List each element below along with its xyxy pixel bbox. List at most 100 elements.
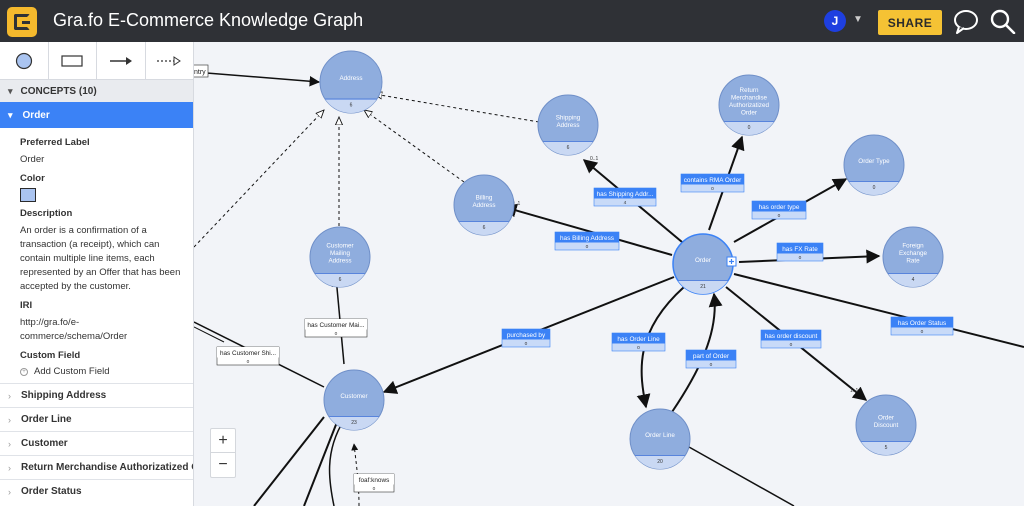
concept-item-rma-order[interactable]: ›Return Merchandise Authorizatized Order xyxy=(0,455,193,479)
box-tool[interactable] xyxy=(49,42,97,79)
preferred-label-title: Preferred Label xyxy=(20,137,90,148)
edge-line[interactable] xyxy=(194,326,225,343)
edge-label-text: ntry xyxy=(194,69,206,76)
cardinality-marker: 1..1 xyxy=(850,388,859,394)
node-label: Order Line xyxy=(645,432,675,439)
search-icon[interactable] xyxy=(989,8,1017,34)
edge-label-count: 0 xyxy=(778,213,781,219)
edge-label-count: 0 xyxy=(335,331,338,337)
edge-label-clipped[interactable]: ntry xyxy=(194,64,209,78)
concept-item-shipping-address[interactable]: › Shipping Address xyxy=(0,383,193,407)
edge-line[interactable] xyxy=(194,71,321,87)
subclass-dashed-arrow-tool[interactable] xyxy=(146,42,194,79)
edge-label-text: has order discount xyxy=(765,333,818,340)
description-value[interactable]: An order is a confirmation of a transact… xyxy=(20,225,181,292)
circle-icon xyxy=(15,52,32,69)
concept-item-order-status[interactable]: ›Order Status xyxy=(0,479,193,503)
concept-item-label: Customer xyxy=(21,438,68,449)
subclass-edge[interactable] xyxy=(364,110,465,183)
edge-label-count: 0 xyxy=(373,486,376,492)
comment-icon[interactable] xyxy=(952,8,980,34)
edge-label-text: has order type xyxy=(759,204,800,211)
concept-node-tool[interactable] xyxy=(0,42,49,79)
grafo-logo-icon[interactable] xyxy=(7,7,37,37)
edge-label-custmail[interactable]: has Customer Mai... 0 xyxy=(304,318,368,338)
description-title: Description xyxy=(20,208,73,219)
edge-label-text: has Customer Mai... xyxy=(307,322,364,329)
concept-details: Preferred Label Order Color Description … xyxy=(0,128,193,383)
edge-line[interactable] xyxy=(303,416,340,506)
edge-label-custship[interactable]: has Customer Shi...0 xyxy=(216,346,280,366)
node-count: 0 xyxy=(748,125,751,131)
edge-line[interactable] xyxy=(253,416,325,506)
concept-item-order-line[interactable]: ›Order Line xyxy=(0,407,193,431)
selected-concept-order[interactable]: ▾ Order xyxy=(0,102,193,128)
add-custom-field-button[interactable]: + Add Custom Field xyxy=(20,366,181,377)
concepts-header[interactable]: ▾ CONCEPTS (10) xyxy=(0,80,193,102)
arrow-right-icon xyxy=(109,56,132,65)
edge-label-text: has Billing Address xyxy=(560,235,614,242)
edge-label-text: has Order Line xyxy=(617,336,660,343)
zoom-in-button[interactable]: + xyxy=(211,429,235,453)
edge-label-header xyxy=(777,243,823,254)
relationship-arrow-tool[interactable] xyxy=(97,42,146,79)
concept-item-label: Shipping Address xyxy=(21,390,107,401)
concepts-header-label: CONCEPTS (10) xyxy=(20,85,97,97)
node-count: 6 xyxy=(567,145,570,151)
zoom-control: + − xyxy=(210,428,236,478)
dashed-arrow-icon xyxy=(157,55,182,66)
preferred-label-value[interactable]: Order xyxy=(20,154,45,165)
edge-label-ordertype[interactable]: has order type 0 xyxy=(751,200,807,220)
edge-label-count: 0 xyxy=(799,255,802,261)
edge-label-count: 0 xyxy=(921,329,924,335)
iri-value[interactable]: http://gra.fo/e-commerce/schema/Order xyxy=(20,317,128,342)
top-bar: Gra.fo E-Commerce Knowledge Graph J ▼ SH… xyxy=(0,0,1024,42)
edge-label-purchased[interactable]: purchased by0 xyxy=(501,328,551,348)
edge-label-header xyxy=(752,201,806,212)
node-count: 23 xyxy=(351,420,357,426)
edge-line[interactable] xyxy=(688,446,795,506)
subclass-edge[interactable] xyxy=(194,110,324,248)
document-title[interactable]: Gra.fo E-Commerce Knowledge Graph xyxy=(53,10,364,30)
share-button[interactable]: SHARE xyxy=(878,10,942,35)
concept-item-customer[interactable]: ›Customer xyxy=(0,431,193,455)
zoom-out-button[interactable]: − xyxy=(218,456,228,473)
expand-node-button[interactable] xyxy=(726,256,737,267)
chevron-down-icon[interactable]: ▼ xyxy=(853,14,863,25)
concept-item-label: Order Status xyxy=(21,486,82,497)
chevron-right-icon: › xyxy=(8,462,11,473)
node-label: Order Type xyxy=(858,158,890,165)
edge-label-header xyxy=(681,174,744,185)
edge-line[interactable] xyxy=(733,273,1024,348)
edge-label-count: 0 xyxy=(247,359,250,365)
user-avatar[interactable]: J xyxy=(824,10,846,32)
edge-label-shipping[interactable]: has Shipping Addr...4 xyxy=(593,187,657,207)
color-swatch[interactable] xyxy=(20,188,36,202)
edge-line[interactable] xyxy=(328,419,345,506)
subclass-edge[interactable] xyxy=(374,94,540,123)
edge-line[interactable] xyxy=(502,203,673,256)
chevron-right-icon: › xyxy=(8,390,11,401)
